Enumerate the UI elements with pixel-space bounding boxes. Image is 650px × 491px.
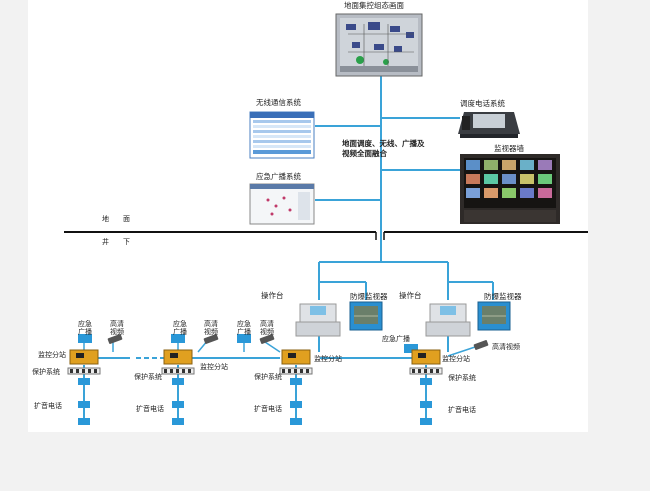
wireless-title: 无线通信系统 — [256, 98, 301, 107]
pa-phones-2 — [172, 378, 184, 425]
protection-strip-2 — [161, 367, 195, 375]
protection-label-3: 保护系统 — [254, 373, 282, 381]
emergency-broadcast-label-3: 应急广播 — [237, 320, 251, 337]
hd-camera-1 — [107, 334, 123, 344]
hd-camera-4 — [473, 340, 489, 350]
monitor-wall — [460, 154, 560, 224]
broadcast-screen — [249, 183, 315, 225]
explosion-monitor-label-1: 防爆监视器 — [350, 292, 388, 301]
explosion-monitor-label-2: 防爆监视器 — [484, 292, 522, 301]
protection-label-1: 保护系统 — [32, 368, 60, 376]
substation-label-3: 监控分站 — [314, 355, 342, 363]
pa-phone-label-1: 扩音电话 — [34, 402, 62, 410]
surface-label: 地 面 — [102, 215, 130, 223]
hd-video-label-3: 高清视频 — [260, 320, 274, 337]
substation-3 — [281, 349, 311, 365]
substation-label-2: 监控分站 — [200, 363, 228, 371]
protection-strip-3 — [279, 367, 313, 375]
console-label-1: 操作台 — [261, 291, 284, 300]
pa-phones-4 — [420, 378, 432, 425]
console-label-2: 操作台 — [399, 291, 422, 300]
monitor-wall-title: 监视器墙 — [494, 144, 524, 153]
broadcast-speaker-4 — [404, 344, 418, 353]
broadcast-speaker-2 — [171, 334, 185, 343]
substation-1 — [69, 349, 99, 365]
connection-lines — [64, 13, 588, 425]
broadcast-speaker-1 — [78, 334, 92, 343]
emergency-broadcast-title: 应急广播系统 — [256, 172, 301, 181]
hd-camera-3 — [259, 334, 275, 344]
hd-video-label-4: 高清视频 — [492, 343, 520, 351]
protection-strip-1 — [67, 367, 101, 375]
scada-title: 地面集控组态画面 — [344, 1, 404, 10]
broadcast-speaker-3 — [237, 334, 251, 343]
console-1 — [295, 303, 341, 337]
hd-video-label-1: 高清视频 — [110, 320, 124, 337]
explosion-monitor-1 — [349, 301, 383, 331]
pa-phone-label-2: 扩音电话 — [136, 405, 164, 413]
substation-label-4: 监控分站 — [442, 355, 470, 363]
protection-strip-4 — [409, 367, 443, 375]
pa-phone-label-4: 扩音电话 — [448, 406, 476, 414]
protection-label-4: 保护系统 — [448, 374, 476, 382]
scada-screen — [335, 13, 423, 77]
dispatch-phone — [458, 112, 520, 138]
protection-label-2: 保护系统 — [134, 373, 162, 381]
substation-2 — [163, 349, 193, 365]
pa-phones-1 — [78, 378, 90, 425]
substation-4 — [411, 349, 441, 365]
hd-camera-2 — [203, 334, 219, 344]
diagram-canvas: 地面集控组态画面 无线通信系统 调度电话系统 地面调度、无线、广播及视频全面融合… — [28, 0, 588, 432]
wireless-screen — [249, 111, 315, 159]
emergency-broadcast-label-1: 应急广播 — [78, 320, 92, 337]
pa-phone-label-3: 扩音电话 — [254, 405, 282, 413]
pa-phones-3 — [290, 378, 302, 425]
hd-video-label-2: 高清视频 — [204, 320, 218, 337]
fusion-note: 地面调度、无线、广播及视频全面融合 — [342, 139, 425, 159]
console-2 — [425, 303, 471, 337]
substation-label-1: 监控分站 — [38, 351, 66, 359]
underground-label: 井 下 — [102, 238, 130, 246]
dispatch-phone-title: 调度电话系统 — [460, 99, 505, 108]
explosion-monitor-2 — [477, 301, 511, 331]
emergency-broadcast-label-2: 应急广播 — [173, 320, 187, 337]
emergency-broadcast-label-4: 应急广播 — [382, 335, 410, 343]
